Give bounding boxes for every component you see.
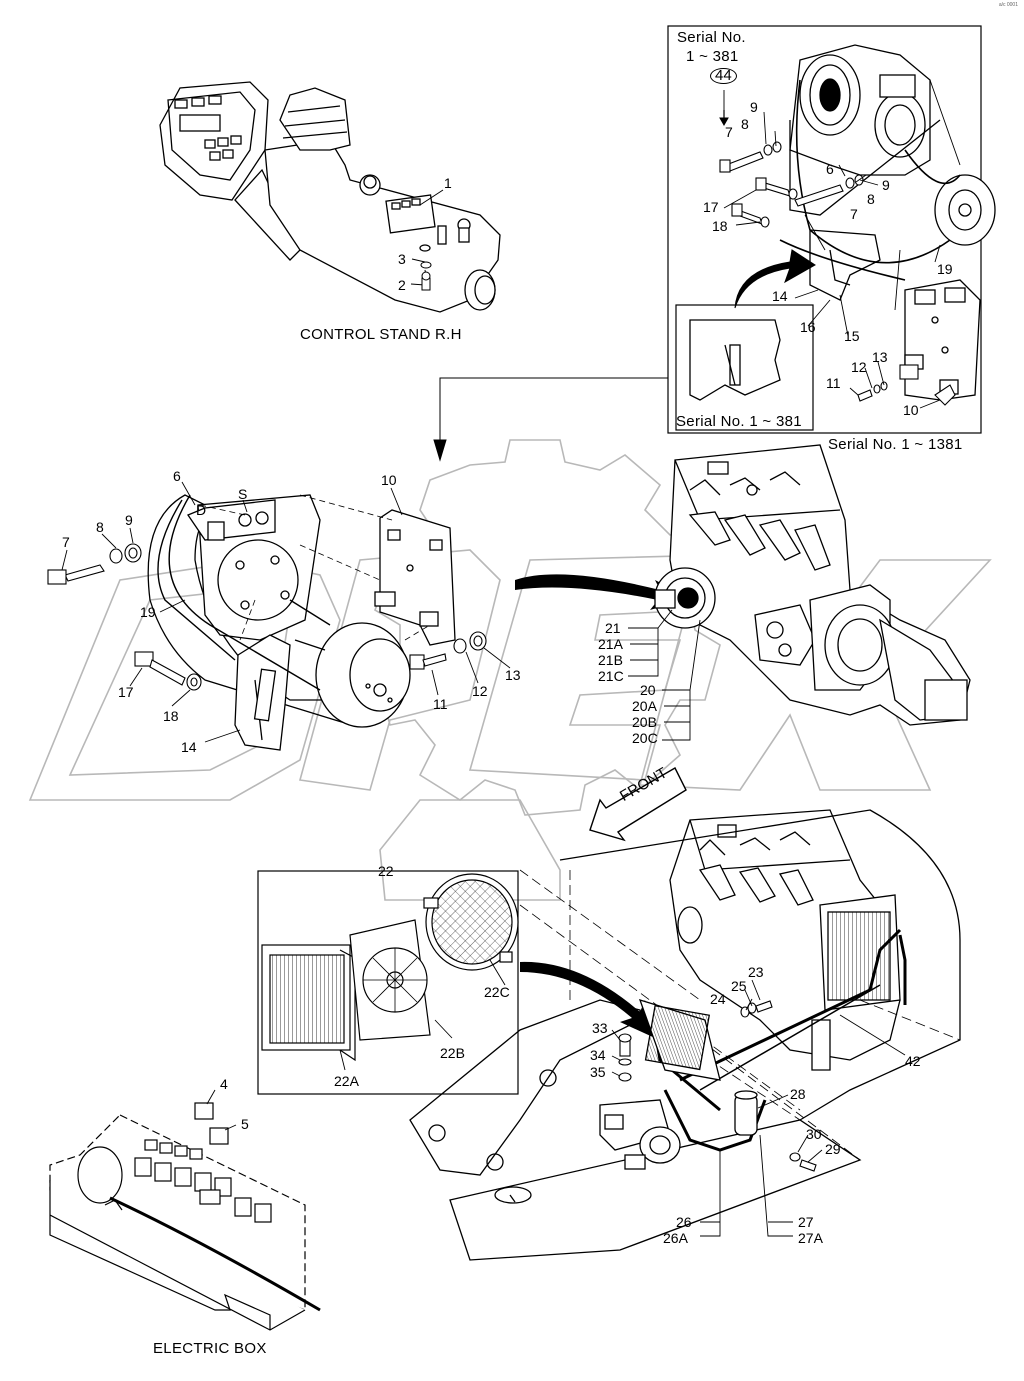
callout-in-9b: 9 (882, 177, 890, 193)
condenser-leaders (339, 870, 506, 1071)
callout-b-23: 23 (748, 964, 764, 980)
callout-b-27a: 27A (798, 1230, 823, 1246)
callout-c-22b: 22B (440, 1045, 465, 1061)
callout-in-17: 17 (703, 199, 719, 215)
callout-in-15: 15 (844, 328, 860, 344)
callout-m-13: 13 (505, 667, 521, 683)
callout-cs-1: 1 (444, 175, 452, 191)
condenser-inset (257, 870, 519, 1095)
callout-in-9a: 9 (750, 99, 758, 115)
callout-in-18: 18 (712, 218, 728, 234)
callout-b-30: 30 (806, 1126, 822, 1142)
callout-b-35: 35 (590, 1064, 606, 1080)
callout-m-12: 12 (472, 683, 488, 699)
lower-leaders (611, 979, 906, 1237)
callout-e-21a: 21A (598, 636, 623, 652)
callout-in-10: 10 (903, 402, 919, 418)
control-stand-caption: CONTROL STAND R.H (300, 326, 462, 343)
callout-in-16: 16 (800, 319, 816, 335)
callout-m-9: 9 (125, 512, 133, 528)
engine-lower-drawing (669, 809, 901, 1071)
callout-e-21: 21 (605, 620, 621, 636)
callout-b-24: 24 (710, 991, 726, 1007)
callout-m-14: 14 (181, 739, 197, 755)
callout-b-27: 27 (798, 1214, 814, 1230)
callout-m-19: 19 (140, 604, 156, 620)
callout-b-26: 26 (676, 1214, 692, 1230)
callout-in-7a: 7 (725, 124, 733, 140)
callout-in-19: 19 (937, 261, 953, 277)
compressor-belt-inset (779, 79, 961, 281)
assembly-dashed-guides (199, 494, 431, 641)
callout-cs-2: 2 (398, 277, 406, 293)
ac-lines-and-units (599, 928, 907, 1170)
electric-box-leaders (206, 1089, 237, 1131)
callout-m-10: 10 (381, 472, 397, 488)
callout-c-22c: 22C (484, 984, 510, 1000)
callout-b-25: 25 (731, 978, 747, 994)
callout-in-14: 14 (772, 288, 788, 304)
callout-e-21b: 21B (598, 652, 623, 668)
lower-bolts (618, 1000, 817, 1172)
callout-m-7: 7 (62, 534, 70, 550)
callout-e-20: 20 (640, 682, 656, 698)
inset-curved-arrow (734, 249, 816, 309)
callout-eb-5: 5 (241, 1116, 249, 1132)
corner-stamp: a/c 0001 (998, 2, 1018, 8)
callout-eb-4: 4 (220, 1076, 228, 1092)
callout-in-12: 12 (851, 359, 867, 375)
engine-upper-drawing (654, 444, 971, 726)
callout-c-22: 22 (378, 863, 394, 879)
callout-b-26a: 26A (663, 1230, 688, 1246)
assembly-bolts (47, 543, 487, 691)
belt-lines (157, 494, 331, 691)
callout-cs-3: 3 (398, 251, 406, 267)
callout-e-20b: 20B (632, 714, 657, 730)
callout-in-8a: 8 (741, 116, 749, 132)
assembly-leaders (61, 481, 511, 743)
callout-c-22a: 22A (334, 1073, 359, 1089)
callout-in-7b: 7 (850, 206, 858, 222)
small-bolt-2 (420, 261, 432, 291)
callout-in-6: 6 (826, 161, 834, 177)
callout-b-28: 28 (790, 1086, 806, 1102)
electric-box-drawing (49, 1102, 321, 1331)
callout-b-29: 29 (825, 1141, 841, 1157)
main-curved-arrow (515, 574, 690, 610)
compressor-inset (689, 44, 996, 401)
callout-in-13: 13 (872, 349, 888, 365)
condenser-curved-arrow (520, 961, 655, 1038)
callout-e-20c: 20C (632, 730, 658, 746)
serial-outer-label: Serial No. 1 ~ 1381 (828, 436, 963, 453)
callout-b-34: 34 (590, 1047, 606, 1063)
callout-m-18: 18 (163, 708, 179, 724)
inset-bolts (719, 141, 956, 406)
callout-m-11: 11 (433, 696, 448, 712)
engine-upper-leaders (628, 609, 701, 741)
inset-leaders (723, 79, 961, 409)
front-arrow (589, 767, 687, 842)
serial-inset-header-2: 1 ~ 381 (686, 48, 739, 65)
callout-m-d: D (196, 502, 207, 518)
serial-inset-bottom-label: Serial No. 1 ~ 381 (676, 413, 802, 430)
callout-e-20a: 20A (632, 698, 657, 714)
machine-base-drawing (409, 809, 961, 1261)
serial-inset-circled-number: 44 (710, 68, 737, 84)
callout-m-6: 6 (173, 468, 181, 484)
callout-m-17: 17 (118, 684, 134, 700)
callout-b-42: 42 (905, 1053, 921, 1069)
control-stand-drawing (159, 81, 501, 313)
callout-m-8: 8 (96, 519, 104, 535)
electric-box-caption: ELECTRIC BOX (153, 1340, 267, 1357)
callout-in-11: 11 (826, 375, 841, 391)
belt-assembly-drawing (147, 494, 456, 751)
callout-m-s: S (238, 486, 248, 502)
callout-e-21c: 21C (598, 668, 624, 684)
callout-in-8b: 8 (867, 191, 875, 207)
callout-b-33: 33 (592, 1020, 608, 1036)
inset-pointer-arrow (433, 110, 729, 462)
serial-inset-header-1: Serial No. (677, 29, 746, 46)
